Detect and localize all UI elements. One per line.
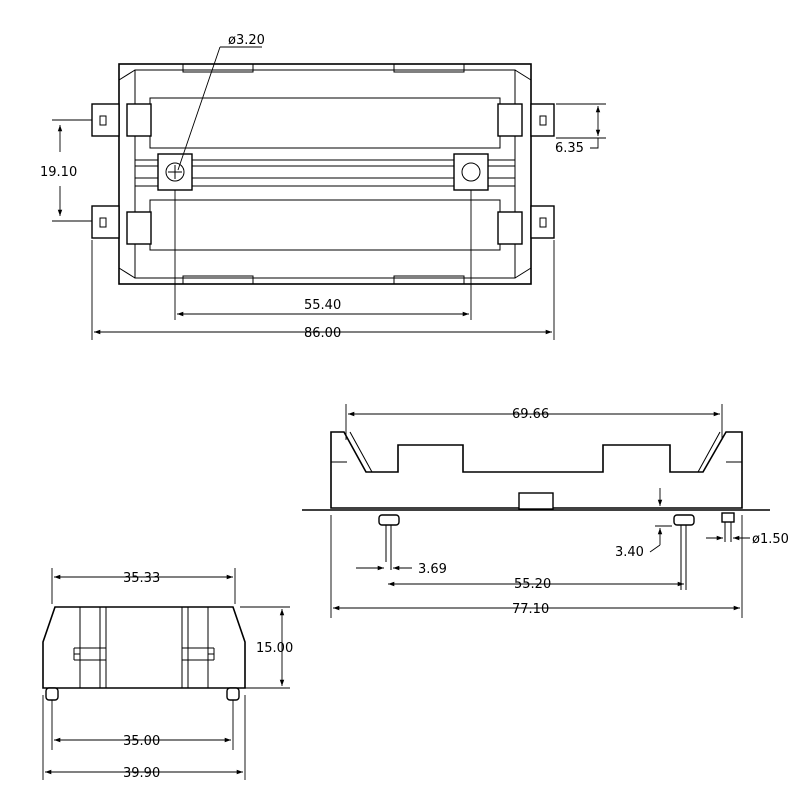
left-pin-head	[378, 514, 400, 526]
pin-diameter-label: ø1.50	[752, 532, 789, 547]
solder-tab	[530, 205, 555, 239]
top-view-outline	[118, 63, 532, 285]
side-view-outline	[330, 431, 743, 509]
end-overall-width-label: 39.90	[123, 766, 160, 781]
side-overall-length-label: 77.10	[512, 602, 549, 617]
pin-offset-label: 3.69	[418, 562, 447, 577]
height-pitch-label: 19.10	[40, 165, 77, 180]
right-pin-head	[673, 514, 695, 526]
mounting-hole-right	[461, 162, 481, 182]
center-boss	[518, 492, 554, 510]
end-view: 35.33 15.00 35.00 39.90	[42, 568, 293, 781]
cell-slot-top	[149, 97, 501, 149]
hole-spacing-label: 55.40	[304, 298, 341, 313]
top-view-inner-wall	[134, 69, 516, 279]
tab-offset-label: 6.35	[555, 141, 584, 156]
end-height-label: 15.00	[256, 641, 293, 656]
end-top-width-label: 35.33	[123, 571, 160, 586]
overall-length-label: 86.00	[304, 326, 341, 341]
solder-tab	[530, 103, 555, 137]
end-view-outline	[42, 606, 246, 689]
cell-slot-bottom	[149, 199, 501, 251]
mounting-hole-left	[165, 162, 185, 182]
side-view: 69.66 3.40 ø1.50 3.69 55.20 77.10	[302, 404, 789, 618]
pin-spacing-label: 55.20	[514, 577, 551, 592]
end-pin-right	[226, 687, 240, 701]
end-pin-left	[45, 687, 59, 701]
pin-height-label: 3.40	[615, 545, 644, 560]
top-view: ø3.20 19.10 6.35 55.40 86.00	[40, 33, 606, 341]
hole-diameter-label: ø3.20	[228, 33, 265, 48]
mounting-boss-right	[453, 153, 489, 191]
end-pin-spacing-label: 35.00	[123, 734, 160, 749]
body-length-label: 69.66	[512, 407, 549, 422]
